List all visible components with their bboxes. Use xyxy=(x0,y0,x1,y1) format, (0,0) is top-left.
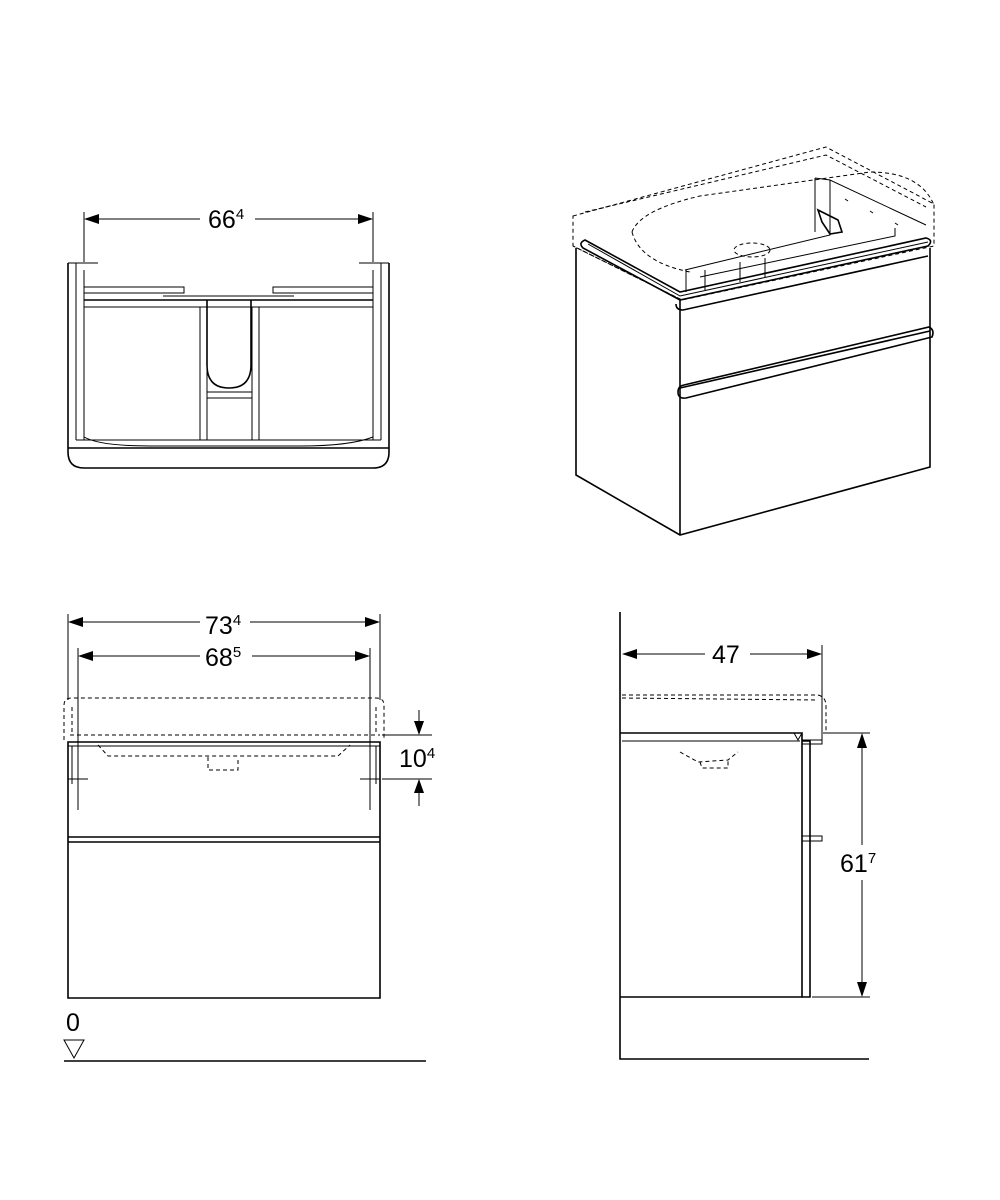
front-overall-width-value: 73 xyxy=(205,612,233,640)
front-inner-width-sup: 5 xyxy=(233,644,241,661)
floor-level-label: 0 xyxy=(66,1009,80,1037)
side-depth-dimension: 47 xyxy=(622,641,823,740)
front-basin-depth-sup: 4 xyxy=(427,745,435,762)
front-basin-depth-dimension: 104 xyxy=(382,710,435,806)
front-overall-width-label: 734 xyxy=(205,612,241,640)
side-height-label: 617 xyxy=(840,850,876,878)
front-inner-width-label: 685 xyxy=(205,644,241,672)
front-inner-width-dimension: 685 xyxy=(77,644,371,810)
isometric-view xyxy=(572,146,935,536)
top-view: 664 xyxy=(67,206,390,469)
front-overall-width-sup: 4 xyxy=(233,612,241,629)
front-inner-width-value: 68 xyxy=(205,644,233,672)
top-width-value: 66 xyxy=(208,206,236,234)
floor-reference: 0 xyxy=(63,1009,426,1062)
side-height-value: 61 xyxy=(840,850,868,878)
side-height-dimension: 617 xyxy=(812,732,876,998)
top-width-dimension: 664 xyxy=(83,206,374,262)
top-width-sup: 4 xyxy=(236,206,244,223)
front-overall-width-dimension: 734 xyxy=(67,612,381,700)
side-depth-label: 47 xyxy=(712,641,740,669)
side-height-sup: 7 xyxy=(868,850,876,867)
front-view: 734 685 104 0 xyxy=(63,612,435,1062)
front-basin-depth-label: 104 xyxy=(399,745,435,773)
top-width-label: 664 xyxy=(208,206,244,234)
front-basin-depth-value: 10 xyxy=(399,745,427,773)
side-view: 47 617 xyxy=(619,612,876,1060)
